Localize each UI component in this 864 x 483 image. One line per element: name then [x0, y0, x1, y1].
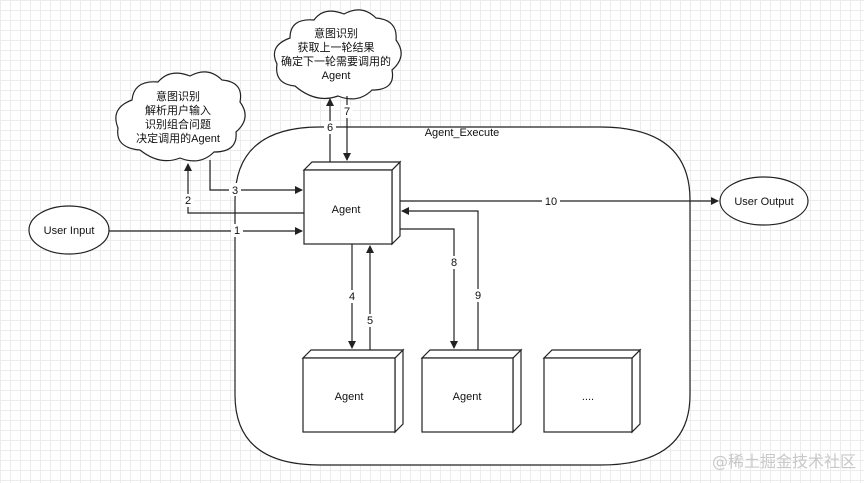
edge-1-label: 1	[234, 225, 240, 237]
user-output-label: User Output	[734, 196, 793, 208]
agent-sub1-node: Agent	[303, 350, 403, 432]
edge-7-label: 7	[344, 106, 350, 118]
edge-9-label: 9	[475, 290, 481, 302]
user-input-label: User Input	[44, 225, 95, 237]
user-input-node: User Input	[29, 206, 109, 254]
edge-8-label: 8	[451, 257, 457, 269]
agent-main-label: Agent	[332, 204, 361, 216]
agent-more-node: ....	[544, 350, 640, 432]
edge-2-label: 2	[185, 195, 191, 207]
container-label: Agent_Execute	[425, 127, 500, 139]
cloud2-line1: 意图识别	[314, 26, 358, 40]
cloud2-line2: 获取上一轮结果	[298, 40, 375, 54]
cloud2-line4: Agent	[322, 70, 351, 82]
agent-main-node: Agent	[304, 162, 400, 244]
agent-more-label: ....	[582, 391, 594, 403]
cloud1-line4: 决定调用的Agent	[136, 131, 220, 145]
edge-5-label: 5	[367, 315, 373, 327]
watermark-text: @稀土掘金技术社区	[712, 448, 856, 472]
edge-6-label: 6	[327, 122, 333, 134]
cloud1-line2: 解析用户输入	[145, 103, 211, 117]
agent-sub2-label: Agent	[453, 391, 482, 403]
cloud1-line3: 识别组合问题	[145, 117, 211, 131]
cloud1-line1: 意图识别	[156, 89, 200, 103]
intent-next-cloud: 意图识别 获取上一轮结果 确定下一轮需要调用的 Agent	[274, 10, 401, 99]
intent-parse-cloud: 意图识别 解析用户输入 识别组合问题 决定调用的Agent	[116, 72, 245, 161]
edge-10-label: 10	[545, 196, 557, 208]
agent-sub1-label: Agent	[335, 391, 364, 403]
edge-3-label: 3	[232, 185, 238, 197]
user-output-node: User Output	[720, 177, 808, 225]
agent-sub2-node: Agent	[422, 350, 521, 432]
cloud2-line3: 确定下一轮需要调用的	[281, 54, 391, 68]
edge-4-label: 4	[349, 291, 355, 303]
